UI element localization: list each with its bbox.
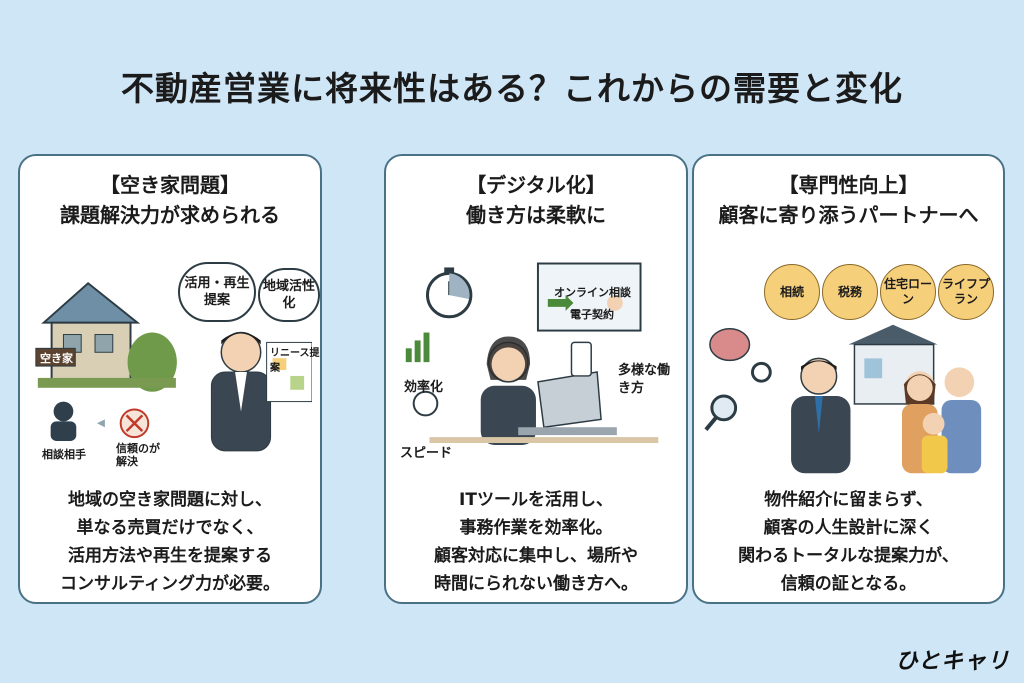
caption-line: 単なる売買だけでなく、	[76, 518, 264, 538]
card-subtitle: 課題解決力が求められる	[60, 203, 280, 227]
caption-line: 顧客対応に集中し、場所や	[434, 546, 638, 566]
card-heading: 【専門性向上】 顧客に寄り添うパートナーへ	[694, 170, 1003, 230]
card-heading: 【デジタル化】 働き方は柔軟に	[386, 170, 686, 230]
caption-line: 活用方法や再生を提案する	[68, 546, 272, 566]
card-digitalization: 【デジタル化】 働き方は柔軟に オンライン相談 電子契約 効率化 スピード 多様…	[384, 154, 688, 604]
card-caption: ITツールを活用し、 事務作業を効率化。 顧客対応に集中し、場所や 時間にられな…	[386, 486, 686, 598]
digital-work-illustration	[405, 262, 659, 445]
tag-housing-loan: 住宅ローン	[880, 264, 936, 320]
caption-line: ITツールを活用し、	[459, 490, 613, 510]
bubble-revitalize: 活用・再生提案	[178, 262, 256, 322]
card-vacant-house: 【空き家問題】 課題解決力が求められる 活用・再生提案 地域活性化 空き家 相談…	[18, 154, 322, 604]
label-diverse-work: 多様な働き方	[618, 363, 671, 396]
card-caption: 地域の空き家問題に対し、 単なる売買だけでなく、 活用方法や再生を提案する コン…	[20, 486, 320, 598]
card-specialization: 【専門性向上】 顧客に寄り添うパートナーへ 相続 税務 住宅ローン ライフプラン…	[692, 154, 1005, 604]
label-speed: スピード	[400, 446, 453, 461]
caption-line: 事務作業を効率化。	[459, 518, 613, 538]
label-trust: 信頼のが解決	[116, 442, 160, 468]
partner-illustration	[704, 324, 982, 474]
caption-line: 物件紹介に留まらず、	[764, 490, 933, 510]
card-subtitle: 顧客に寄り添うパートナーへ	[718, 203, 979, 227]
vacant-house-illustration	[35, 281, 312, 452]
bubble-text: 地域活性化	[262, 279, 315, 311]
bubble-region: 地域活性化	[258, 268, 320, 322]
tag-inheritance: 相続	[764, 264, 820, 320]
label-efficiency: 効率化	[404, 380, 444, 395]
bubble-text: 活用・再生提案	[184, 276, 250, 308]
card-caption: 物件紹介に留まらず、 顧客の人生設計に深く 関わるトータルな提案力が、 信頼の証…	[694, 486, 1003, 598]
label-doc: リニース提案	[270, 348, 320, 374]
card-subtitle: 働き方は柔軟に	[466, 203, 606, 227]
card-title: 【デジタル化】	[466, 173, 606, 197]
brand-logo: ひとキャリ	[895, 649, 1010, 674]
tag-tax: 税務	[822, 264, 878, 320]
label-consultant: 相談相手	[42, 448, 86, 461]
card-title: 【空き家問題】	[100, 173, 240, 197]
label-vacant-house: 空き家	[40, 352, 73, 365]
caption-line: 信頼の証となる。	[780, 574, 917, 594]
card-heading: 【空き家問題】 課題解決力が求められる	[20, 170, 320, 230]
card-title: 【専門性向上】	[778, 173, 919, 197]
label-online-consult: オンライン相談	[554, 286, 631, 299]
caption-line: 地域の空き家問題に対し、	[68, 490, 272, 510]
caption-line: 顧客の人生設計に深く	[763, 518, 934, 538]
label-e-contract: 電子契約	[570, 308, 614, 321]
caption-line: 時間にられない働き方へ。	[434, 574, 638, 594]
caption-line: コンサルティング力が必要。	[60, 574, 280, 594]
tag-life-plan: ライフプラン	[938, 264, 994, 320]
caption-line: 関わるトータルな提案力が、	[738, 546, 959, 566]
page-title: 不動産営業に将来性はある？これからの需要と変化	[121, 69, 903, 108]
